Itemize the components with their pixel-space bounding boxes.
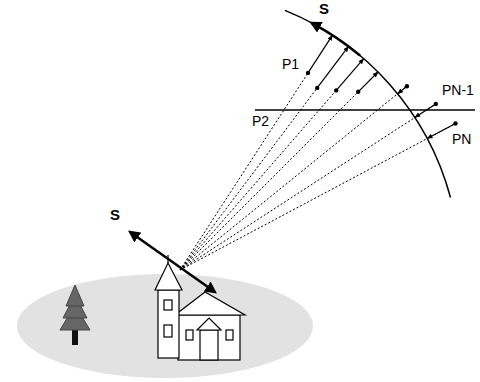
direction-arrow (312, 23, 361, 56)
tree-symbol (60, 285, 90, 345)
wavefront-arc (285, 10, 451, 197)
point-dots (306, 71, 458, 126)
ray-lines (180, 73, 456, 270)
direction-arrow (130, 232, 215, 292)
direction-label: S (318, 1, 330, 17)
point-label: P1 (281, 56, 300, 72)
church-symbol (155, 255, 245, 360)
point-label: PN-1 (441, 82, 475, 98)
point-label: P2 (251, 113, 270, 129)
reference-line (255, 109, 475, 111)
offset-arrows (308, 35, 456, 138)
direction-label: S (109, 207, 121, 223)
point-label: PN (451, 131, 472, 147)
